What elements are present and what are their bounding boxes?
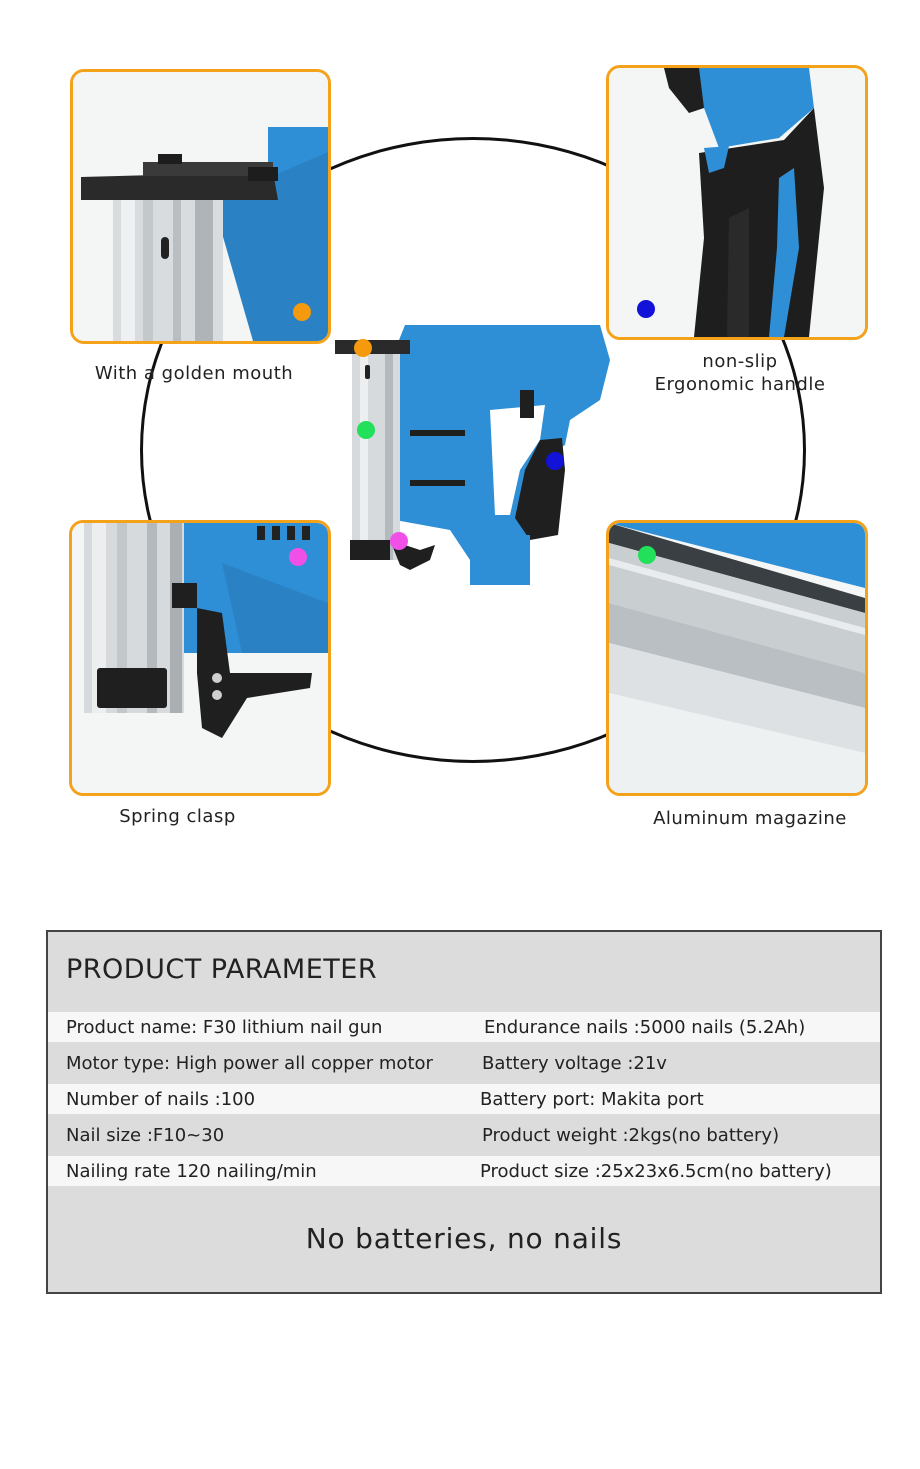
aluminum-magazine-image [609,523,865,793]
spring-clasp-image [72,523,328,793]
parameter-left: Motor type: High power all copper motor [66,1053,433,1074]
marker-orange-tool [354,339,372,357]
parameter-row: Nail size :F10~30 Product weight :2kgs(n… [48,1120,880,1150]
parameter-left: Product name: F30 lithium nail gun [66,1017,383,1038]
aluminum-magazine-closeup [606,520,868,796]
no-batteries-note: No batteries, no nails [305,1222,623,1255]
caption-handle-line1: non-slip [702,351,778,372]
marker-blue-tool [546,452,564,470]
marker-orange-golden-mouth [293,303,311,321]
parameter-right: Product size :25x23x6.5cm(no battery) [480,1161,832,1182]
marker-green-tool [357,421,375,439]
parameter-right: Battery port: Makita port [480,1089,704,1110]
caption-aluminum-magazine: Aluminum magazine [653,808,847,829]
parameter-left: Nailing rate 120 nailing/min [66,1161,317,1182]
parameter-left: Nail size :F10~30 [66,1125,225,1146]
marker-blue-handle [637,300,655,318]
parameter-row: Product name: F30 lithium nail gun Endur… [48,1012,880,1042]
handle-closeup [606,65,868,340]
handle-image [609,68,865,337]
parameter-right: Product weight :2kgs(no battery) [482,1125,780,1146]
parameter-row: Motor type: High power all copper motor … [48,1048,880,1078]
parameter-title: PRODUCT PARAMETER [66,954,378,985]
parameter-left: Number of nails :100 [66,1089,256,1110]
marker-green-magazine [638,546,656,564]
parameter-right: Endurance nails :5000 nails (5.2Ah) [484,1017,806,1038]
nail-gun-image [330,320,620,590]
caption-golden-mouth: With a golden mouth [94,363,294,384]
golden-mouth-closeup [70,69,331,344]
product-parameter-table: PRODUCT PARAMETER Product name: F30 lith… [46,930,882,1294]
nail-gun-illustration [335,325,610,585]
parameter-right: Battery voltage :21v [482,1053,667,1074]
golden-mouth-image [73,72,328,341]
parameter-row: Nailing rate 120 nailing/min Product siz… [48,1156,880,1186]
marker-magenta-spring-clasp [289,548,307,566]
caption-handle-line2: Ergonomic handle [654,374,826,395]
caption-spring-clasp: Spring clasp [119,806,236,827]
spring-clasp-closeup [69,520,331,796]
feature-ring [140,137,806,763]
parameter-row: Number of nails :100 Battery port: Makit… [48,1084,880,1114]
marker-magenta-tool [390,532,408,550]
